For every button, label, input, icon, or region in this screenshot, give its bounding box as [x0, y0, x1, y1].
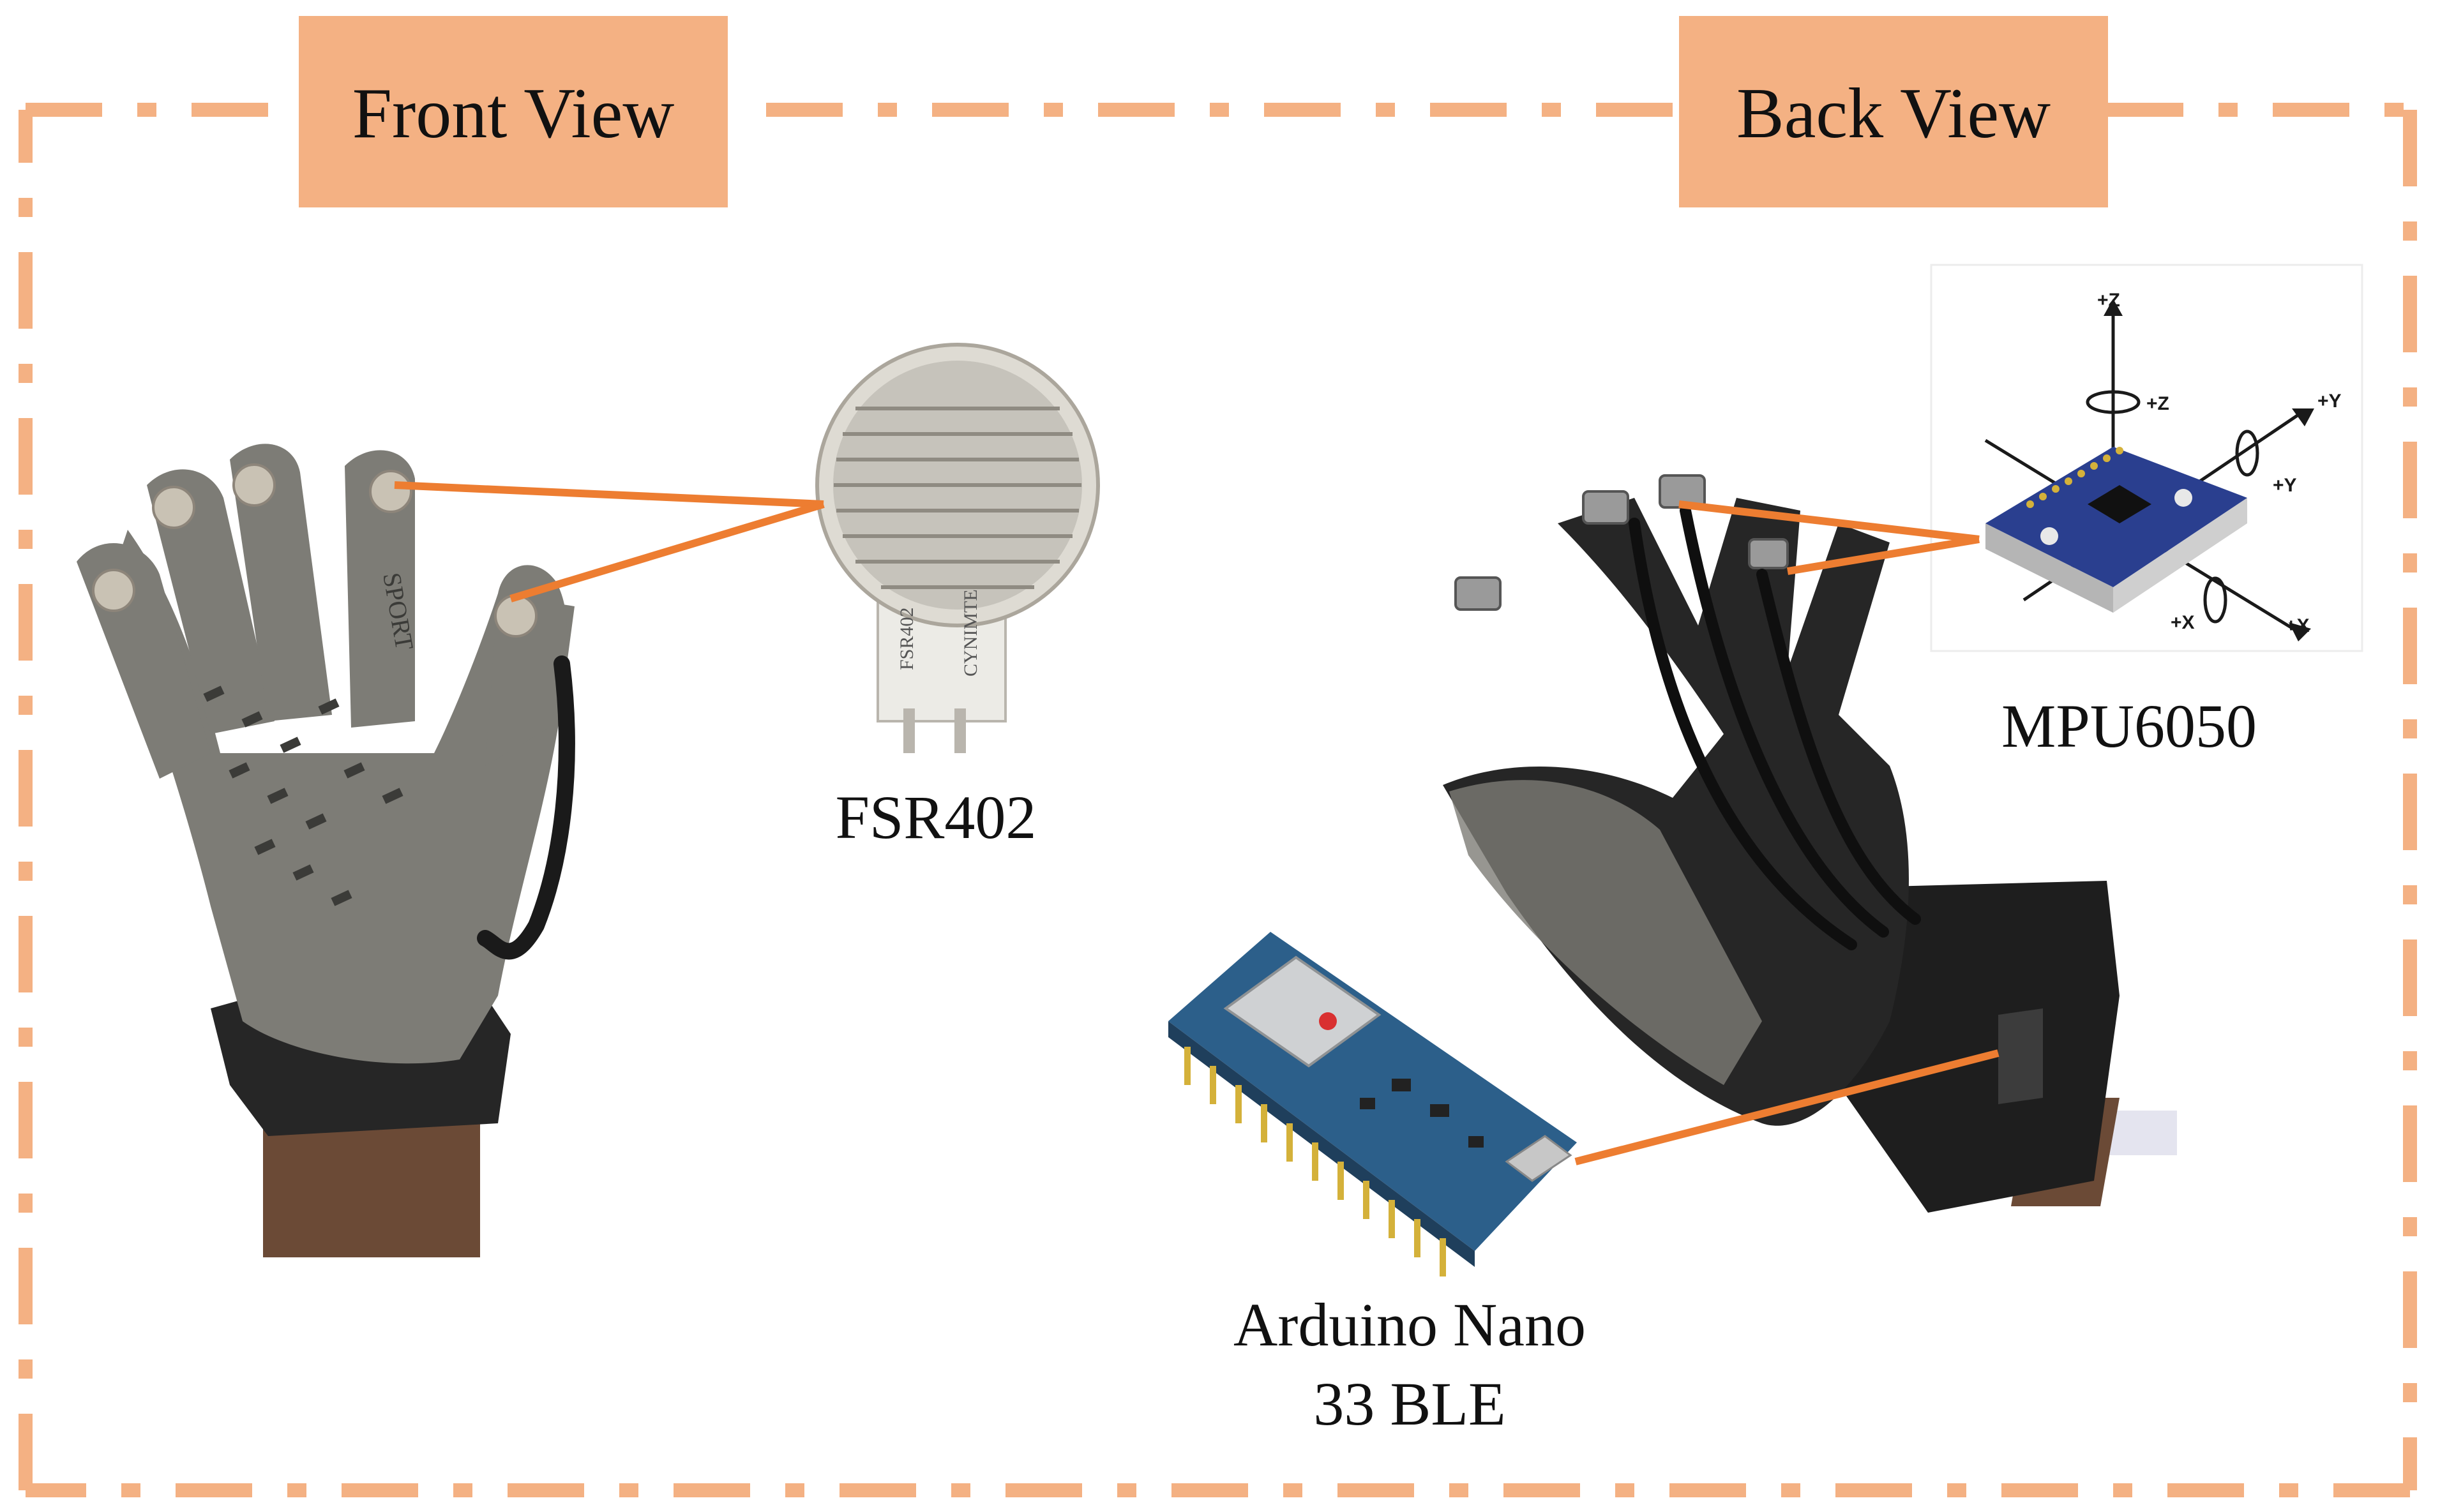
- mpu-header-pins: [2026, 447, 2123, 508]
- back-glove-image: [1443, 474, 2177, 1213]
- arduino-module-logo: [1319, 1012, 1337, 1030]
- arduino-usb-port: [1505, 1135, 1572, 1182]
- back-sensor-index: [1748, 538, 1789, 569]
- fsr-pad-middle: [232, 463, 276, 507]
- fsr-pin-right: [954, 708, 966, 753]
- front-finger-index: [345, 450, 415, 728]
- front-finger-middle: [230, 444, 332, 721]
- front-view-header: Front View: [299, 16, 728, 207]
- arduino-components: [1360, 1079, 1484, 1148]
- mpu-label-z2: +Z: [2146, 393, 2169, 414]
- back-sensor-ring: [1582, 490, 1629, 525]
- arduino-header-pins: [1184, 1047, 1446, 1276]
- mpu-rotation-y: [2235, 430, 2259, 477]
- mpu-label-x1: +X: [2171, 612, 2195, 633]
- fsr-leader-thumb: [509, 500, 825, 603]
- back-view-header: Back View: [1679, 16, 2108, 207]
- fsr-pin-left: [903, 708, 915, 753]
- mpu-board-side: [1985, 523, 2113, 613]
- arduino-label-line1: Arduino Nano: [1233, 1291, 1586, 1359]
- fsr-pad-thumb: [494, 594, 538, 638]
- mpu-arrow-x: [2289, 622, 2311, 641]
- front-palm: [109, 530, 575, 1064]
- arduino-board-edge: [1168, 1021, 1475, 1267]
- mpu-mount-hole-right: [2174, 489, 2192, 507]
- mpu-label-y2: +Y: [2273, 475, 2297, 496]
- fsr-trace-lines: [834, 407, 1081, 589]
- fsr-pad-index: [369, 470, 412, 513]
- mpu-leader-middle: [1678, 500, 1980, 543]
- back-sensor-little: [1454, 576, 1502, 611]
- dashed-frame: [19, 103, 2417, 1497]
- front-cable: [477, 655, 575, 960]
- arduino-ble-module: [1223, 955, 1382, 1068]
- mpu-board-side-right: [2113, 498, 2247, 613]
- back-glove-hand: [1443, 498, 1909, 1126]
- fsr402-sensor-image: FSR402 CYNIMTE FSR402: [815, 343, 1100, 851]
- mpu-label-y1: +Y: [2317, 391, 2342, 412]
- back-enclosure-slot: [1998, 1008, 2043, 1104]
- front-view-label: Front View: [352, 74, 675, 153]
- mpu-leader-index: [1787, 535, 1980, 575]
- arduino-label-line2: 33 BLE: [1313, 1370, 1505, 1438]
- fsr-pad-ring: [152, 486, 195, 529]
- back-enclosure: [1839, 881, 2120, 1213]
- mpu-rotation-z: [2086, 390, 2141, 414]
- mpu-label-z1: +Z: [2097, 290, 2120, 311]
- fsr-leader-lines: [394, 481, 825, 603]
- mpu-mount-hole-left: [2040, 527, 2058, 545]
- back-glove-palm-edge: [1449, 780, 1762, 1085]
- back-view-label: Back View: [1736, 74, 2051, 153]
- mpu-arrow-y: [2292, 408, 2314, 426]
- front-grip-texture: [203, 685, 403, 906]
- mpu-rotation-x: [2203, 576, 2227, 624]
- mpu-label-x2: +X: [2286, 615, 2310, 636]
- fsr-pad-little: [92, 569, 135, 612]
- fsr-printed-code: FSR402: [896, 608, 917, 670]
- mpu-axis-labels: +Z +Z +Y +Y +X +X: [2097, 290, 2342, 636]
- back-fingertip-sensors: [1454, 474, 1789, 611]
- arduino-leader-line: [1574, 1049, 1999, 1165]
- front-view-box: [299, 16, 728, 207]
- front-finger-ring: [147, 469, 275, 734]
- arduino-nano-image: Arduino Nano 33 BLE: [1168, 932, 1586, 1438]
- mpu6050-label: MPU6050: [2001, 692, 2257, 760]
- front-fsr-pads: [92, 463, 538, 638]
- arduino-board: [1168, 932, 1577, 1251]
- fsr-printed-brand: CYNIMTE: [960, 589, 981, 677]
- fsr-leader-index: [394, 481, 824, 508]
- front-glove-image: SPORT: [77, 444, 575, 1257]
- back-view-box: [1679, 16, 2108, 207]
- mpu-arrow-z: [2104, 299, 2123, 316]
- mpu-chip: [2088, 485, 2151, 523]
- mpu-leader-lines: [1678, 500, 1980, 575]
- fsr402-label: FSR402: [836, 783, 1037, 851]
- mpu6050-image: +Z +Z +Y +Y +X +X MPU6050: [1930, 264, 2363, 760]
- back-cables: [1629, 505, 1921, 950]
- mpu-image-background: [1930, 264, 2363, 652]
